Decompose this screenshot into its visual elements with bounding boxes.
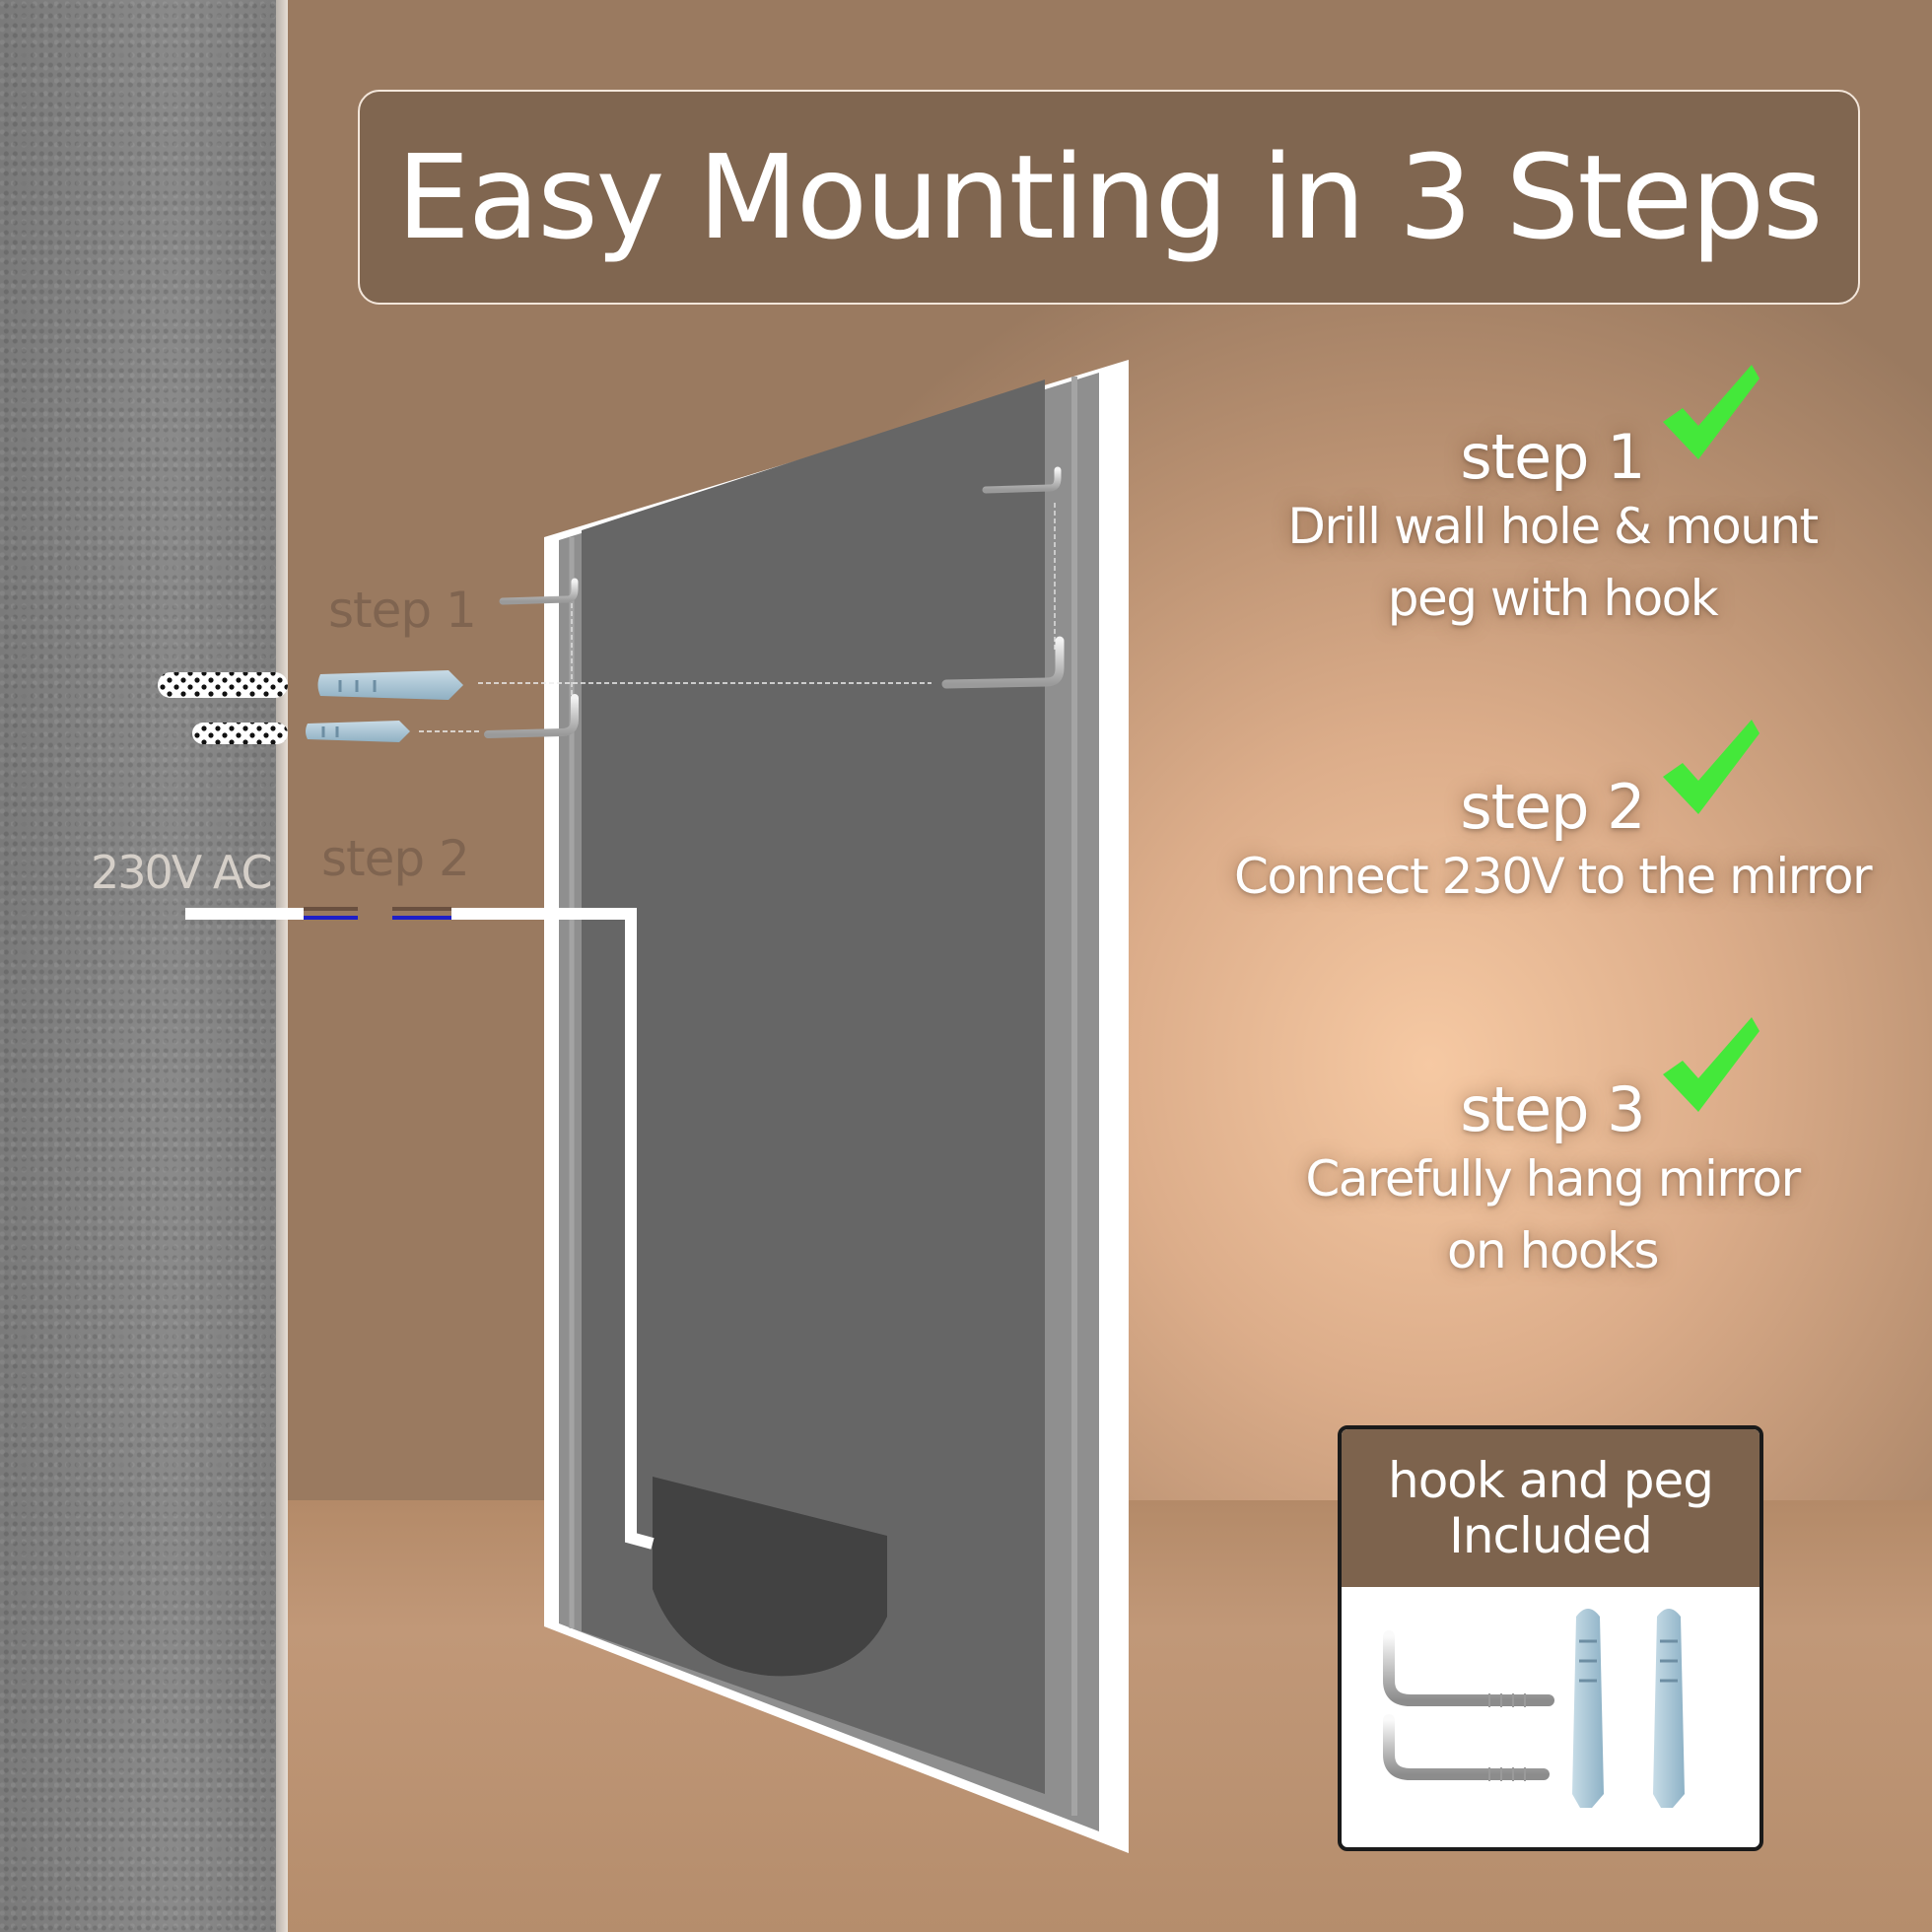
step-2-desc-line-1: Connect 230V to the mirror — [1233, 848, 1873, 906]
check-icon — [1663, 1017, 1760, 1112]
hook-icon — [484, 466, 1065, 738]
included-line-1: hook and peg — [1388, 1452, 1714, 1509]
included-line-2: Included — [1449, 1507, 1653, 1564]
step-2-block: step 2 Connect 230V to the mirror — [1193, 771, 1912, 913]
wall-plug-icon — [317, 670, 463, 700]
included-header: hook and peg Included — [1342, 1429, 1760, 1587]
driver-box — [653, 1477, 887, 1677]
mirror — [544, 360, 1129, 1853]
wall-plug-icon — [306, 721, 410, 742]
wall-plug-icon — [1653, 1609, 1685, 1808]
check-icon — [1663, 720, 1760, 814]
wall-plug-icon — [1572, 1609, 1604, 1808]
wall-hole-1 — [158, 672, 288, 698]
step-3-desc-line-2: on hooks — [1446, 1221, 1660, 1279]
step-1-block: step 1 Drill wall hole & mount peg with … — [1193, 421, 1912, 634]
check-icon — [1663, 365, 1760, 459]
wall-hole-2 — [192, 723, 288, 744]
hook-icon — [1383, 1630, 1554, 1780]
included-parts-box: hook and peg Included — [1338, 1425, 1763, 1851]
step-1-heading: step 1 — [1460, 421, 1645, 493]
voltage-label: 230V AC — [91, 846, 273, 899]
page-title: Easy Mounting in 3 Steps — [396, 129, 1823, 265]
wall-edge — [276, 0, 288, 1932]
step-3-block: step 3 Carefully hang mirror on hooks — [1193, 1073, 1912, 1286]
diagram-step2-label: step 2 — [321, 830, 470, 887]
power-cable — [185, 907, 655, 1550]
step-2-heading: step 2 — [1460, 771, 1645, 843]
step-3-desc-line-1: Carefully hang mirror — [1305, 1150, 1801, 1208]
step-3-heading: step 3 — [1460, 1073, 1645, 1145]
diagram-step1-label: step 1 — [328, 582, 477, 639]
title-banner: Easy Mounting in 3 Steps — [358, 90, 1860, 305]
step-1-desc-line-2: peg with hook — [1387, 569, 1719, 627]
step-1-desc-line-1: Drill wall hole & mount — [1287, 498, 1819, 556]
textured-wall — [0, 0, 288, 1932]
included-parts-image — [1342, 1587, 1760, 1847]
